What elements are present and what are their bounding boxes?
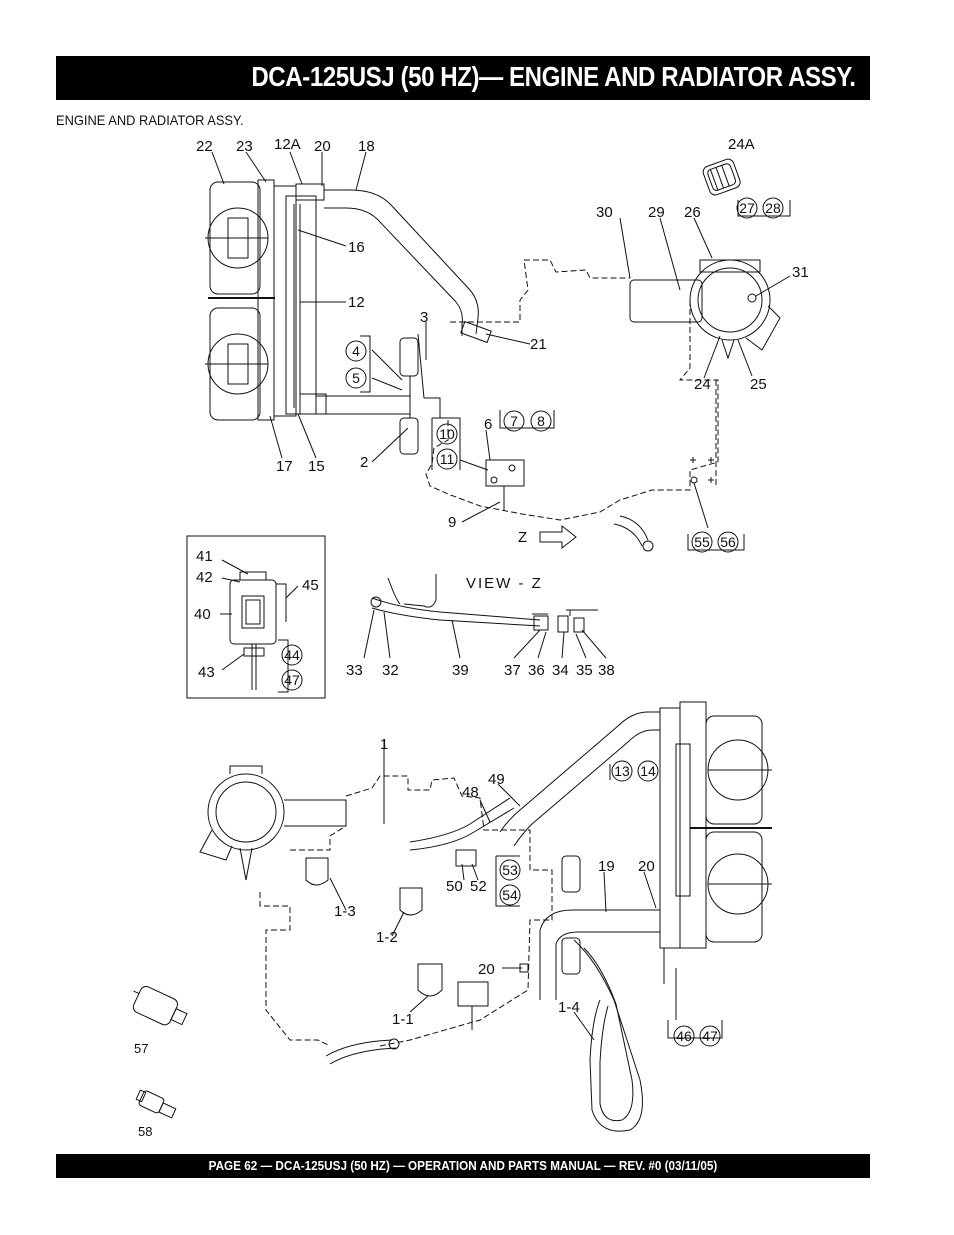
svg-text:32: 32 xyxy=(382,662,399,679)
svg-text:33: 33 xyxy=(346,662,363,679)
svg-text:23: 23 xyxy=(236,138,253,155)
svg-text:29: 29 xyxy=(648,204,665,221)
svg-text:47: 47 xyxy=(284,672,300,688)
svg-text:VIEW - Z: VIEW - Z xyxy=(466,575,543,592)
page-footer-bar: PAGE 62 — DCA-125USJ (50 HZ) — OPERATION… xyxy=(56,1154,870,1178)
svg-text:20: 20 xyxy=(478,961,495,978)
svg-text:25: 25 xyxy=(750,376,767,393)
svg-text:12A: 12A xyxy=(274,136,301,153)
svg-text:44: 44 xyxy=(284,647,300,663)
top-radiator-assembly xyxy=(205,151,791,552)
svg-text:35: 35 xyxy=(576,662,593,679)
svg-text:55: 55 xyxy=(694,534,710,550)
svg-text:18: 18 xyxy=(358,138,375,155)
view-z-callouts: VIEW - Z 33 32 39 37 36 34 35 38 xyxy=(346,575,615,679)
svg-text:1-1: 1-1 xyxy=(392,1011,414,1028)
svg-text:48: 48 xyxy=(462,784,479,801)
bottom-circled-callouts: 13 14 53 54 46 47 xyxy=(499,760,721,1047)
svg-text:2: 2 xyxy=(360,454,368,471)
svg-text:40: 40 xyxy=(194,606,211,623)
svg-text:Z: Z xyxy=(518,529,527,546)
svg-text:31: 31 xyxy=(792,264,809,281)
svg-text:45: 45 xyxy=(302,577,319,594)
svg-text:1-4: 1-4 xyxy=(558,999,580,1016)
inset-callouts: 41 42 45 40 43 xyxy=(194,548,319,681)
svg-text:9: 9 xyxy=(448,514,456,531)
svg-text:42: 42 xyxy=(196,569,213,586)
svg-text:15: 15 xyxy=(308,458,325,475)
top-circled-callouts: 27 28 4 5 7 8 10 11 55 56 xyxy=(345,197,784,553)
svg-text:36: 36 xyxy=(528,662,545,679)
svg-text:28: 28 xyxy=(765,200,781,216)
page-title-bar: DCA-125USJ (50 HZ)— ENGINE AND RADIATOR … xyxy=(56,56,870,100)
svg-text:26: 26 xyxy=(684,204,701,221)
svg-text:54: 54 xyxy=(502,887,518,903)
svg-text:1-3: 1-3 xyxy=(334,903,356,920)
bottom-callouts: 1 49 48 19 20 1-3 1-2 50 52 20 1-1 1-4 5… xyxy=(134,736,655,1139)
svg-text:6: 6 xyxy=(484,416,492,433)
inset-sender-assembly xyxy=(186,535,326,699)
top-callouts: 22 23 12A 20 18 24A 30 29 26 16 31 12 3 … xyxy=(196,136,809,546)
svg-text:57: 57 xyxy=(134,1041,148,1056)
svg-text:47: 47 xyxy=(702,1028,718,1044)
svg-text:1-2: 1-2 xyxy=(376,929,398,946)
inset-circled-callouts: 44 47 xyxy=(281,644,303,691)
svg-text:50: 50 xyxy=(446,878,463,895)
svg-text:13: 13 xyxy=(614,763,630,779)
page-title: DCA-125USJ (50 HZ)— ENGINE AND RADIATOR … xyxy=(251,61,857,92)
svg-text:38: 38 xyxy=(598,662,615,679)
svg-text:12: 12 xyxy=(348,294,365,311)
svg-text:8: 8 xyxy=(537,413,545,429)
svg-text:21: 21 xyxy=(530,336,547,353)
svg-text:4: 4 xyxy=(352,343,360,359)
svg-text:14: 14 xyxy=(640,763,656,779)
svg-text:10: 10 xyxy=(439,426,455,442)
svg-text:5: 5 xyxy=(352,370,360,386)
svg-text:19: 19 xyxy=(598,858,615,875)
svg-text:56: 56 xyxy=(720,534,736,550)
svg-text:27: 27 xyxy=(739,200,755,216)
svg-text:41: 41 xyxy=(196,548,213,565)
svg-text:11: 11 xyxy=(440,451,455,467)
svg-text:39: 39 xyxy=(452,662,469,679)
svg-text:46: 46 xyxy=(676,1028,692,1044)
svg-text:1: 1 xyxy=(380,736,388,753)
svg-text:53: 53 xyxy=(502,862,518,878)
svg-text:7: 7 xyxy=(510,413,518,429)
svg-text:37: 37 xyxy=(504,662,521,679)
svg-text:49: 49 xyxy=(488,771,505,788)
svg-text:16: 16 xyxy=(348,239,365,256)
page-footer: PAGE 62 — DCA-125USJ (50 HZ) — OPERATION… xyxy=(208,1158,718,1173)
svg-text:3: 3 xyxy=(420,309,428,326)
bottom-engine-assembly xyxy=(132,701,772,1132)
svg-text:20: 20 xyxy=(638,858,655,875)
svg-text:52: 52 xyxy=(470,878,487,895)
view-z-oil-line xyxy=(363,574,607,659)
svg-text:24A: 24A xyxy=(728,136,755,153)
svg-text:43: 43 xyxy=(198,664,215,681)
svg-text:34: 34 xyxy=(552,662,569,679)
svg-text:58: 58 xyxy=(138,1124,152,1139)
svg-text:24: 24 xyxy=(694,376,711,393)
svg-text:17: 17 xyxy=(276,458,293,475)
svg-text:30: 30 xyxy=(596,204,613,221)
svg-text:22: 22 xyxy=(196,138,213,155)
svg-text:20: 20 xyxy=(314,138,331,155)
section-subtitle: ENGINE AND RADIATOR ASSY. xyxy=(56,112,244,128)
